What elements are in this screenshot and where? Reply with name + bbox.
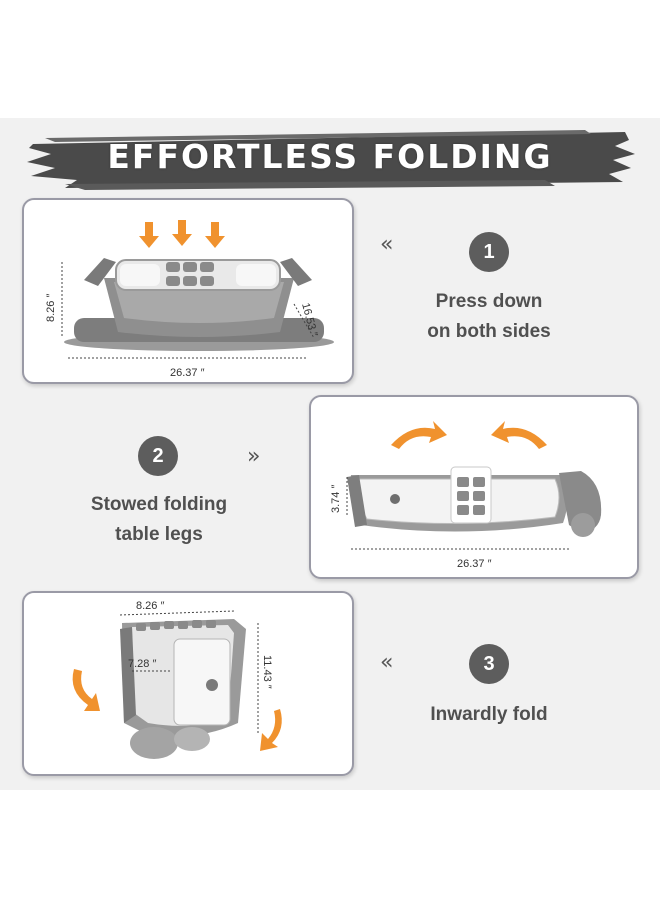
step-2-line-2: table legs bbox=[115, 524, 203, 545]
step-3-caption: Inwardly fold bbox=[396, 700, 582, 730]
chevron-double-left-icon: « bbox=[380, 650, 394, 675]
width-dimension: 26.37 ″ bbox=[457, 558, 492, 570]
page-title: EFFORTLESS FOLDING bbox=[107, 137, 553, 176]
side-dimension: 11.43 ″ bbox=[261, 655, 273, 689]
step-3-image-panel: 8.26 ″ 7.28 ″ 11.43 ″ bbox=[22, 591, 354, 776]
brush-banner bbox=[27, 130, 635, 190]
top-dimension: 8.26 ″ bbox=[136, 600, 164, 612]
bathtub-folded-illustration: 8.26 ″ 7.28 ″ 11.43 ″ bbox=[72, 600, 282, 759]
step-2-line-1: Stowed folding bbox=[90, 494, 228, 515]
step-3-line-1: Inwardly fold bbox=[430, 704, 548, 725]
step-1-badge: 1 bbox=[469, 232, 509, 272]
height-dimension: 3.74 ″ bbox=[330, 485, 342, 513]
chevron-double-right-icon: » bbox=[247, 444, 261, 469]
inner-dimension: 7.28 ″ bbox=[128, 658, 156, 670]
bathtub-pressing-illustration: 8.26 ″ 26.37 ″ 16.53 ″ bbox=[45, 220, 334, 379]
width-dimension: 26.37 ″ bbox=[170, 367, 205, 379]
down-arrow-icon bbox=[139, 220, 225, 248]
step-1-line-2: on both sides bbox=[427, 321, 551, 342]
chevron-double-left-icon: « bbox=[380, 232, 394, 257]
step-2-badge: 2 bbox=[138, 436, 178, 476]
bathtub-folding-illustration: 3.74 ″ 26.37 ″ bbox=[330, 421, 602, 570]
step-3-badge: 3 bbox=[469, 644, 509, 684]
height-dimension: 8.26 ″ bbox=[45, 294, 57, 322]
step-1-image-panel: 8.26 ″ 26.37 ″ 16.53 ″ bbox=[22, 198, 354, 384]
curved-arrow-icon bbox=[391, 421, 547, 449]
step-1-line-1: Press down bbox=[435, 291, 543, 312]
step-1-caption: Press down on both sides bbox=[396, 287, 582, 347]
step-2-caption: Stowed folding table legs bbox=[64, 490, 254, 550]
curved-arrow-icon bbox=[72, 669, 282, 751]
step-2-image-panel: 3.74 ″ 26.37 ″ bbox=[309, 395, 639, 579]
